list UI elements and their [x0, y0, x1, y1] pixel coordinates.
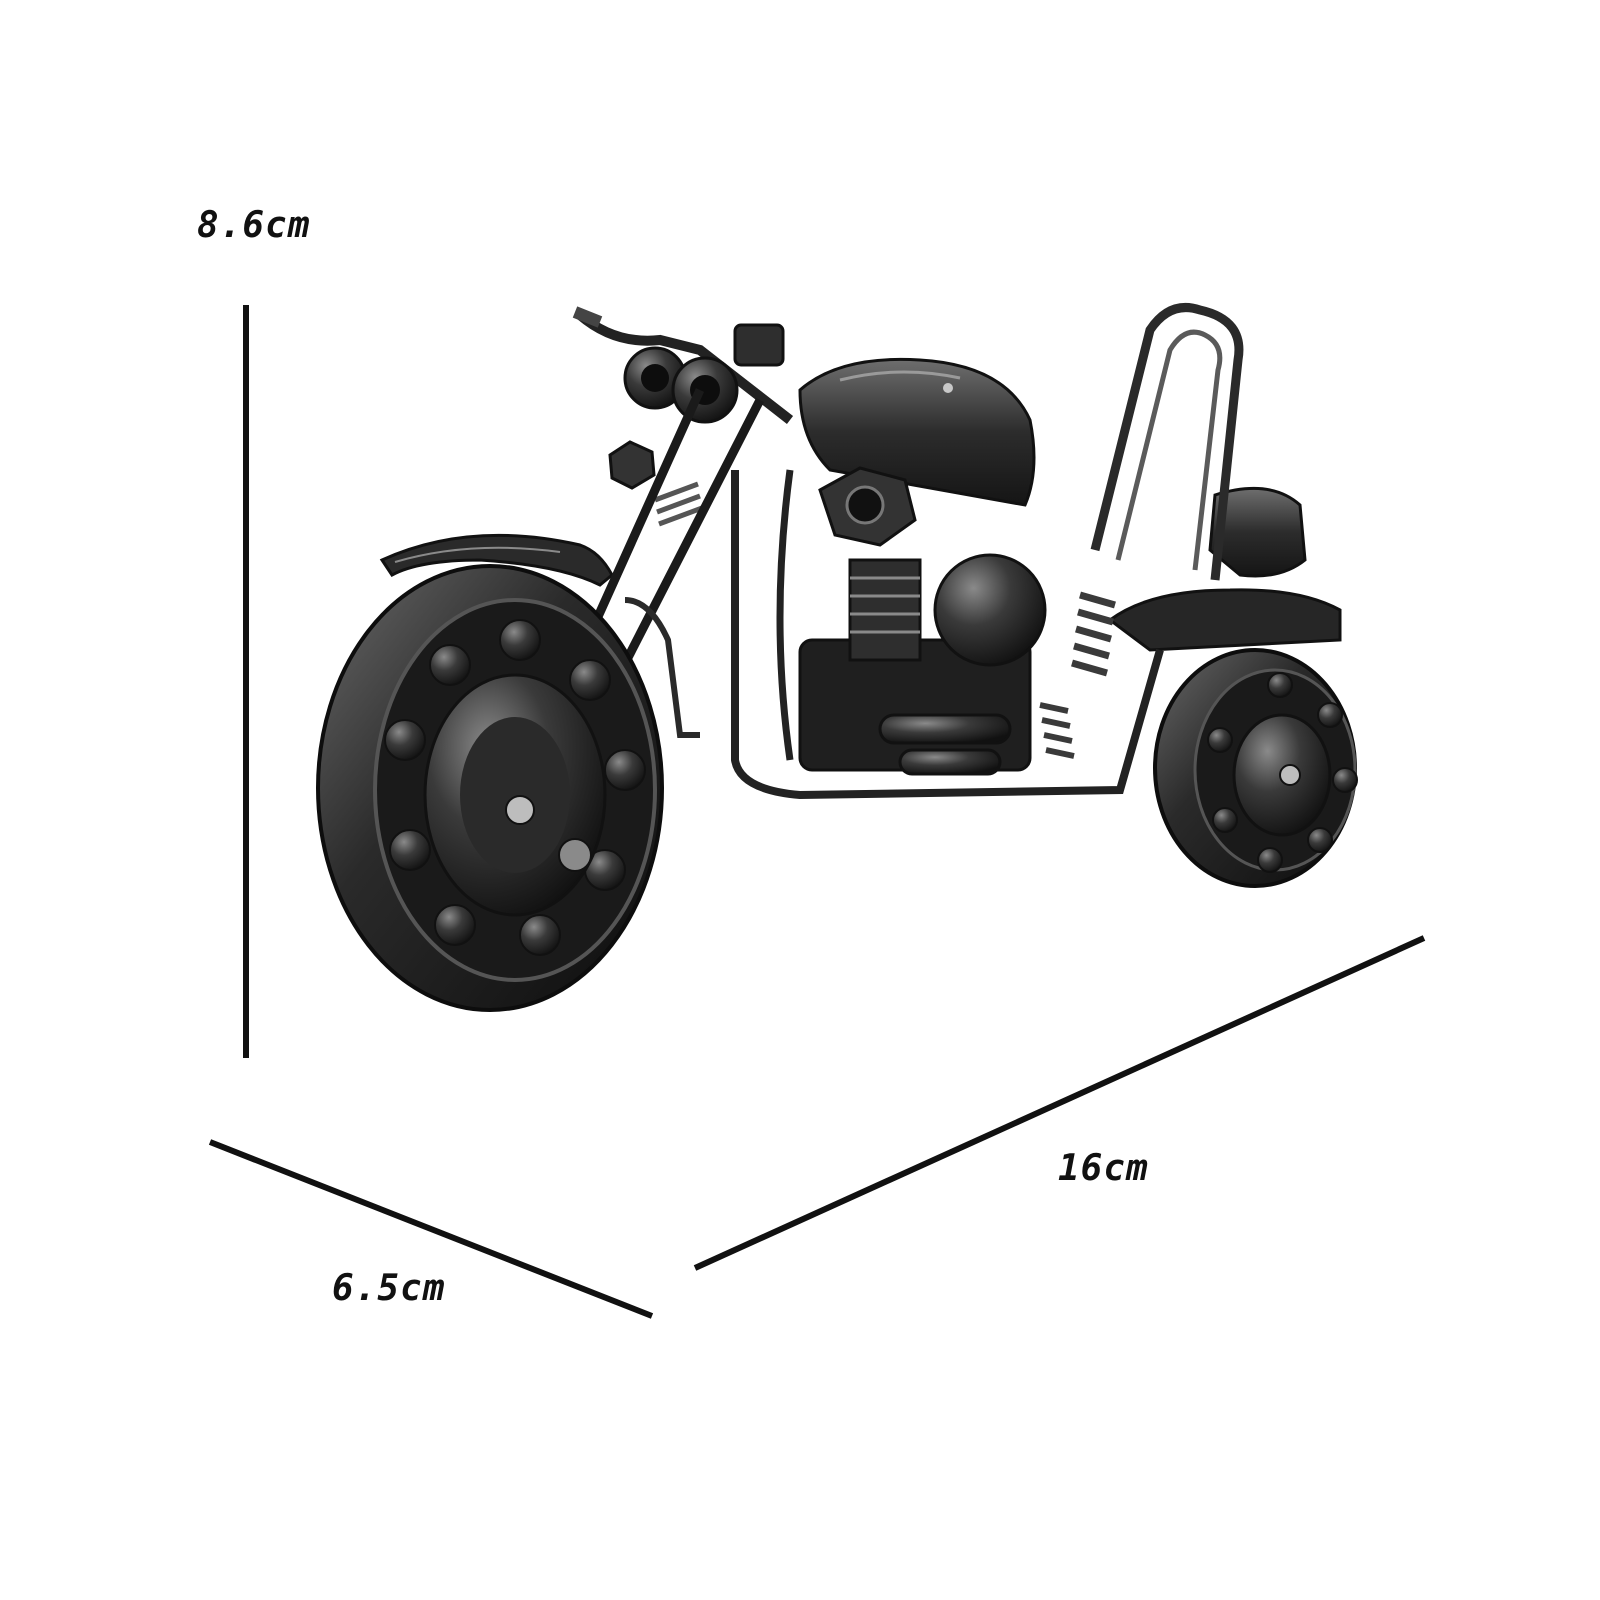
- fork-cap-nut: [733, 323, 785, 367]
- front-wheel: [316, 564, 664, 1012]
- rear-shock-spring: [1071, 591, 1116, 677]
- depth-label: 6.5cm: [332, 1268, 446, 1309]
- rear-wheel: [1153, 648, 1358, 888]
- length-dimension-line: [693, 935, 1426, 1271]
- exhaust-pipe: [878, 713, 1012, 776]
- rear-frame: [1107, 588, 1342, 652]
- engine-cylinder: [848, 558, 922, 662]
- frame-tube: [731, 470, 1164, 800]
- metal-motorcycle-model-icon: [316, 303, 1358, 1012]
- height-label: 8.6cm: [197, 205, 311, 246]
- lower-spring: [1039, 702, 1075, 759]
- length-label: 16cm: [1058, 1148, 1149, 1189]
- depth-dimension-line: [208, 1139, 654, 1319]
- engine-cover: [933, 553, 1047, 667]
- headlight: [623, 346, 739, 424]
- side-nut: [608, 440, 656, 490]
- rear-seat: [1208, 486, 1307, 578]
- bolt-thread: [654, 481, 703, 527]
- bearing-ball: [384, 619, 646, 956]
- sissy-bar: [1090, 303, 1244, 581]
- front-fender: [379, 533, 614, 587]
